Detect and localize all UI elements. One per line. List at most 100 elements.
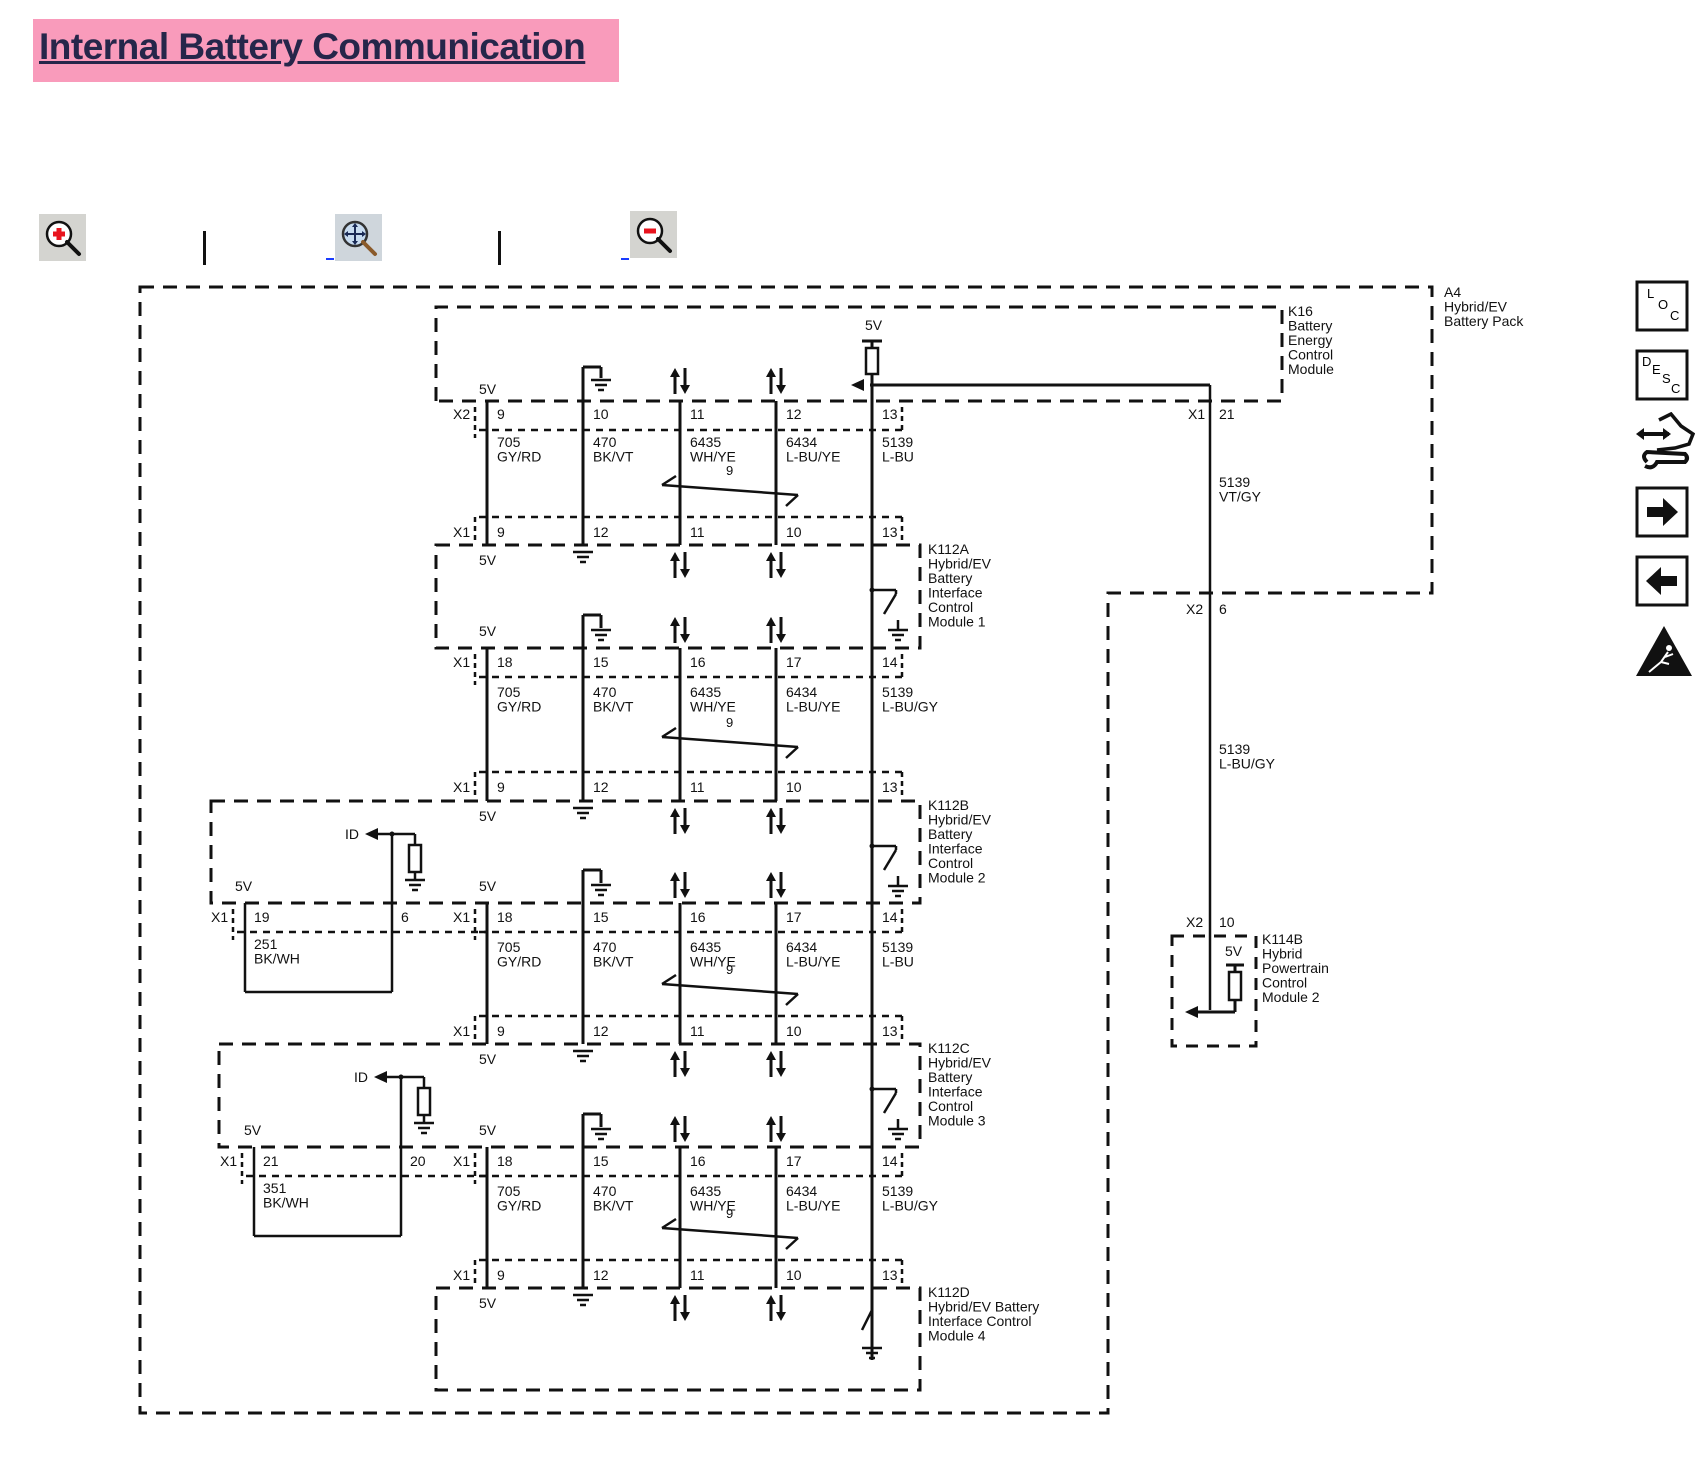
twisted-pair-marker <box>785 494 799 507</box>
resistor-icon <box>1227 970 1243 1002</box>
twisted-pair-marker <box>661 474 677 487</box>
wire-label: 251 <box>254 936 278 952</box>
supply-label: 5V <box>479 1295 497 1311</box>
connector-label: X1 <box>453 779 470 795</box>
wire-label: WH/YE <box>690 449 736 465</box>
pin-label: 14 <box>882 909 898 925</box>
pin-label: 11 <box>690 1267 705 1283</box>
pin-label: 20 <box>410 1153 426 1169</box>
wire-label: 351 <box>263 1180 287 1196</box>
data-arrows-icon <box>680 385 690 394</box>
data-arrows-icon <box>670 872 680 881</box>
wire-label: GY/RD <box>497 1198 541 1214</box>
k112c-module-outline <box>217 1042 922 1149</box>
desc-button[interactable]: D E S C <box>1635 349 1689 406</box>
link-marker[interactable] <box>621 258 629 260</box>
wire-label: 705 <box>497 939 521 955</box>
wire-label: 5139 <box>1219 741 1250 757</box>
wire-label: GY/RD <box>497 954 541 970</box>
wire-label: 705 <box>497 684 521 700</box>
k114b-label: Module 2 <box>1262 989 1320 1005</box>
connector-label: X1 <box>453 909 470 925</box>
data-arrows-icon <box>776 1068 786 1077</box>
k112b-label: Interface <box>928 841 983 857</box>
data-arrows-icon <box>766 617 776 626</box>
wire-label: GY/RD <box>497 449 541 465</box>
pin-label: 15 <box>593 654 609 670</box>
wire-label: L-BU/GY <box>882 699 939 715</box>
pin-label: 16 <box>690 1153 706 1169</box>
wire-label: BK/WH <box>263 1195 309 1211</box>
pin-label: 13 <box>882 1023 898 1039</box>
k112c-label: Battery <box>928 1069 972 1085</box>
id-arrow-icon <box>374 1071 387 1083</box>
pin-label: 15 <box>593 909 609 925</box>
supply-label: 5V <box>479 878 497 894</box>
wire-label: 470 <box>593 939 617 955</box>
next-button[interactable] <box>1635 486 1689 543</box>
data-arrows-icon <box>680 569 690 578</box>
resistor-icon <box>407 843 423 874</box>
page-title-link[interactable]: Internal Battery Communication <box>39 26 586 67</box>
data-arrows-icon <box>776 825 786 834</box>
twisted-pair-marker <box>661 1226 799 1240</box>
supply-label: 5V <box>235 878 253 894</box>
connector-label: X1 <box>453 654 470 670</box>
k112a-label: Hybrid/EV <box>928 556 992 572</box>
warning-button[interactable] <box>1635 624 1693 683</box>
title-banner <box>33 19 619 82</box>
zoom-out-button[interactable] <box>630 211 677 258</box>
id-label: ID <box>345 826 359 842</box>
pin-label: 18 <box>497 654 513 670</box>
twisted-pair-label: 9 <box>726 1206 733 1221</box>
twisted-pair-marker <box>661 735 799 749</box>
data-arrows-icon <box>680 1068 690 1077</box>
previous-button[interactable] <box>1635 555 1689 612</box>
wire-label: 470 <box>593 684 617 700</box>
connector-repair-button[interactable] <box>1635 411 1696 479</box>
wire-label: 5139 <box>882 684 913 700</box>
data-arrows-icon <box>776 569 786 578</box>
link-marker[interactable] <box>326 258 334 260</box>
wire-label: BK/VT <box>593 1198 634 1214</box>
wire-label: 6434 <box>786 684 817 700</box>
wire-label: 5139 <box>882 434 913 450</box>
k112b-label: Battery <box>928 826 972 842</box>
wire-label: 6435 <box>690 939 721 955</box>
k114b-module-outline <box>1170 934 1258 1048</box>
wire-label: 705 <box>497 1183 521 1199</box>
twisted-pair-marker <box>661 1217 677 1230</box>
pin-label: 9 <box>497 1023 505 1039</box>
battery-pack-label: Hybrid/EV <box>1444 299 1508 315</box>
supply-label: 5V <box>479 808 497 824</box>
wire-label: 6435 <box>690 1183 721 1199</box>
zoom-in-icon <box>45 220 81 256</box>
pin-label: 10 <box>786 1267 802 1283</box>
k112a-label: K112A <box>928 541 970 557</box>
pin-label: 17 <box>786 909 802 925</box>
pin-label: 12 <box>786 406 802 422</box>
wire-label: WH/YE <box>690 954 736 970</box>
pin-label: 10 <box>593 406 609 422</box>
wire-label: 6434 <box>786 1183 817 1199</box>
pin-label: 14 <box>882 654 898 670</box>
pin-label: 13 <box>882 1267 898 1283</box>
data-arrows-icon <box>766 1295 776 1304</box>
supply-label: 5V <box>865 317 883 333</box>
data-arrows-icon <box>766 1116 776 1125</box>
pin-label: 12 <box>593 779 609 795</box>
twisted-pair-marker <box>785 1237 799 1250</box>
pan-button[interactable] <box>335 214 382 261</box>
connector-label: X1 <box>1188 406 1205 422</box>
loc-button[interactable]: L O C <box>1635 280 1689 337</box>
loc-icon: L O C <box>1635 280 1689 332</box>
zoom-in-button[interactable] <box>39 214 86 261</box>
supply-label: 5V <box>479 1122 497 1138</box>
loc-letter: O <box>1658 297 1668 312</box>
pin-label: 9 <box>497 1267 505 1283</box>
pin-label: 10 <box>1219 914 1235 930</box>
pin-label: 13 <box>882 406 898 422</box>
twisted-pair-marker <box>785 746 799 759</box>
k16-label: Module <box>1288 361 1334 377</box>
supply-label: 5V <box>1225 943 1243 959</box>
